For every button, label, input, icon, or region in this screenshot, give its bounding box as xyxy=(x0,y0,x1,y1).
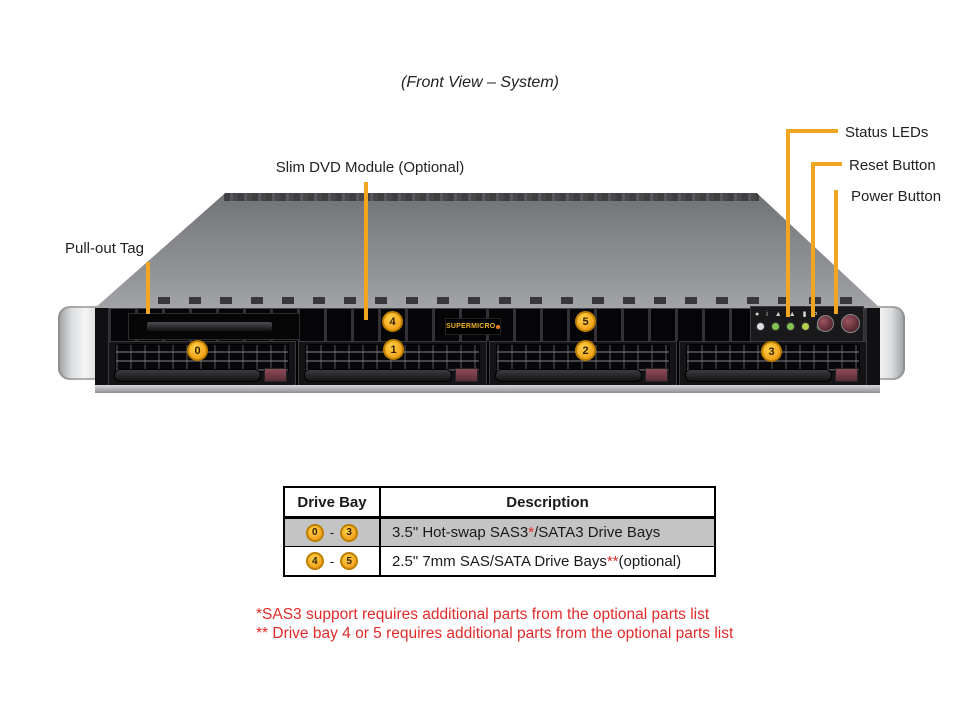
bay-range-separator: - xyxy=(329,553,335,569)
chassis-bottom-rail xyxy=(95,385,880,393)
chassis-lid xyxy=(95,193,880,308)
diagram-title: (Front View – System) xyxy=(401,74,559,91)
table-description-row1: 3.5" Hot-swap SAS3*/SATA3 Drive Bays xyxy=(381,519,714,547)
pullout-tag xyxy=(128,313,300,340)
table-header-drive-bay: Drive Bay xyxy=(285,488,381,519)
supermicro-logo-text: SUPERMICRO xyxy=(446,323,496,330)
supermicro-logo-dot xyxy=(496,324,500,329)
table-header-description: Description xyxy=(381,488,714,519)
callout-marker-bay5: 5 xyxy=(575,311,596,332)
reset-button xyxy=(817,315,834,332)
control-panel-icons: ● i ▲ ▲ ▮ ¤ xyxy=(755,311,817,318)
hdd-activity-icon: ▮ xyxy=(802,311,807,318)
bay-number-badge: 3 xyxy=(340,523,359,542)
leader-line-reset-horizontal xyxy=(811,162,842,166)
bay-number-badge: 0 xyxy=(305,523,324,542)
description-text: 3.5" Hot-swap SAS3 xyxy=(392,524,529,541)
leader-line-power-vertical xyxy=(834,190,838,314)
drive-tray-2 xyxy=(488,341,677,386)
supermicro-logo: SUPERMICRO xyxy=(445,318,501,335)
alert-icon: ▲ xyxy=(774,311,782,318)
description-text: (optional) xyxy=(618,552,682,570)
callout-marker-bay2: 2 xyxy=(575,340,596,361)
bay-number-badge: 5 xyxy=(340,552,359,570)
bay-range-separator: - xyxy=(329,525,335,540)
control-panel: ● i ▲ ▲ ▮ ¤ xyxy=(750,306,864,343)
callout-marker-bay4: 4 xyxy=(382,311,403,332)
drive-tray-latch xyxy=(264,368,288,382)
drive-tray-handle xyxy=(114,369,262,382)
footnote-mark: * xyxy=(528,524,535,541)
status-led xyxy=(772,323,779,330)
label-slim-dvd-module: Slim DVD Module (Optional) xyxy=(275,159,465,176)
drive-tray-latch xyxy=(835,368,858,382)
leader-line-status-horizontal xyxy=(786,129,838,133)
chassis-front-panel: SUPERMICRO ● i ▲ ▲ ▮ ¤ xyxy=(95,306,880,388)
footnote-mark: ** xyxy=(606,552,619,570)
front-vent-row: SUPERMICRO ● i ▲ ▲ ▮ ¤ xyxy=(108,306,867,344)
table-row-bays-0-3: 0 - 3 xyxy=(285,519,381,547)
drive-tray-latch xyxy=(454,368,478,382)
description-text: /SATA3 Drive Bays xyxy=(534,524,661,541)
callout-marker-bay3: 3 xyxy=(761,341,782,362)
power-button xyxy=(841,314,860,333)
drive-bay-row xyxy=(108,341,867,386)
drive-tray-handle xyxy=(684,369,832,382)
uid-icon: ● xyxy=(755,311,760,318)
footnotes: *SAS3 support requires additional parts … xyxy=(256,606,733,643)
pullout-tag-slot xyxy=(147,322,272,331)
network-icon: ¤ xyxy=(813,311,818,318)
alert-icon: ▲ xyxy=(788,311,796,318)
label-pullout-tag: Pull-out Tag xyxy=(65,240,144,257)
leader-line-reset-vertical xyxy=(811,162,815,317)
footnote-drive-bay: ** Drive bay 4 or 5 requires additional … xyxy=(256,624,734,642)
chassis-rear-vent-strip xyxy=(223,193,760,201)
label-reset-button: Reset Button xyxy=(849,157,936,174)
status-led xyxy=(757,323,764,330)
info-icon: i xyxy=(766,311,768,318)
bay-number-badge: 4 xyxy=(305,552,324,570)
drive-tray-latch xyxy=(644,368,668,382)
status-led xyxy=(787,323,794,330)
callout-marker-bay1: 1 xyxy=(383,339,404,360)
drive-tray-handle xyxy=(304,369,452,382)
callout-marker-bay0: 0 xyxy=(187,340,208,361)
chassis-front-lip-vents xyxy=(157,297,869,304)
footnote-sas3: *SAS3 support requires additional parts … xyxy=(256,606,710,623)
table-description-row2: 2.5" 7mm SAS/SATA Drive Bays** (optional… xyxy=(381,547,714,575)
description-text: 2.5" 7mm SAS/SATA Drive Bays xyxy=(392,552,607,570)
status-leds xyxy=(757,323,824,330)
table-row-bays-4-5: 4 - 5 xyxy=(285,547,381,575)
status-led xyxy=(802,323,809,330)
leader-line-dvd xyxy=(364,182,368,320)
label-status-leds: Status LEDs xyxy=(845,124,929,141)
drive-bay-table: Drive Bay Description 0 - 3 3.5" Hot-swa… xyxy=(283,486,716,577)
label-power-button: Power Button xyxy=(851,188,942,205)
drive-tray-handle xyxy=(494,369,642,382)
leader-line-pullout-tag xyxy=(146,262,150,314)
leader-line-status-vertical xyxy=(786,129,790,317)
